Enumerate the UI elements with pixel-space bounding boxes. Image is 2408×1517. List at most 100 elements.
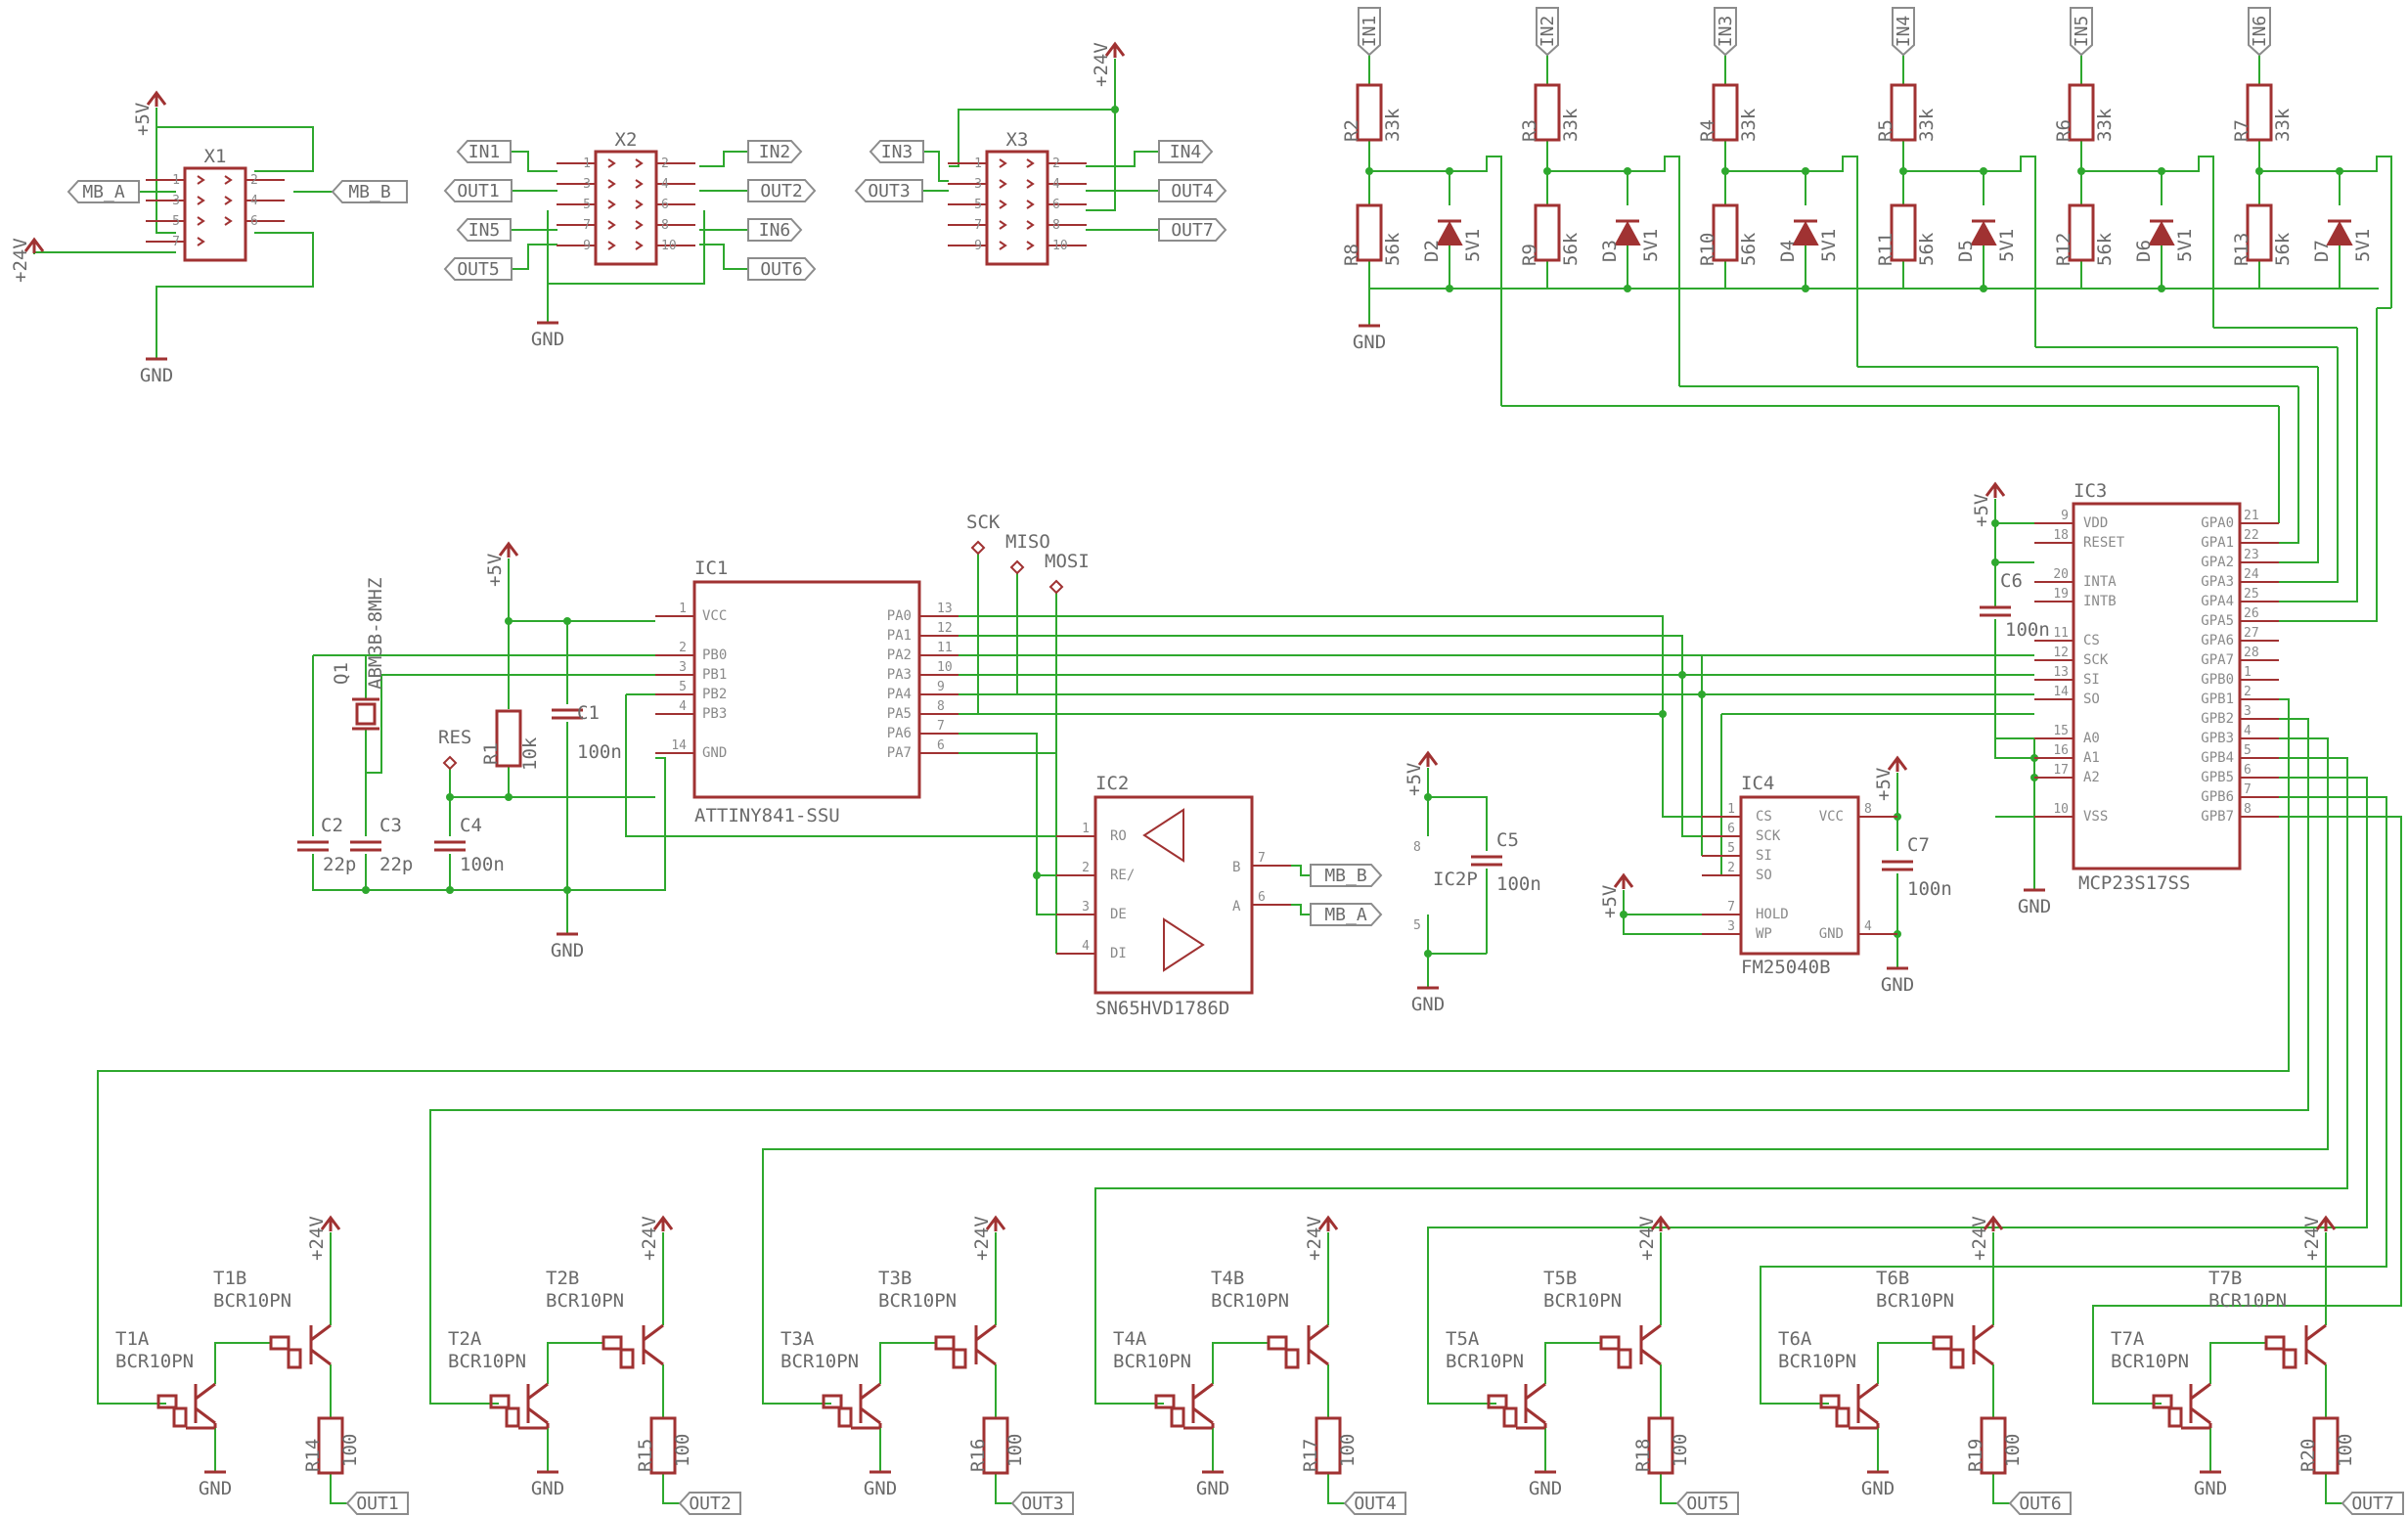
junction-dot	[446, 886, 454, 894]
supply-label: +24V	[639, 1216, 660, 1261]
base-resistor-ta	[822, 1394, 843, 1409]
port-out1-load-text: OUT1	[356, 1494, 398, 1514]
transistor-emitter	[1308, 1323, 1329, 1342]
transistor-collector	[1973, 1348, 1994, 1366]
transistor-collector	[975, 1348, 997, 1366]
wire	[156, 232, 314, 359]
port-out3-load-text: OUT3	[1021, 1494, 1063, 1514]
port-in1-text: IN1	[1360, 16, 1380, 48]
ref-r20: R20	[2297, 1439, 2319, 1472]
value-c5: 100n	[1496, 873, 1541, 895]
value-r12: 56k	[2094, 232, 2116, 266]
ic2-pin-number: 6	[1258, 890, 1266, 905]
ic3-pin-name: GPA3	[2201, 574, 2234, 590]
value-d5: 5V1	[1996, 229, 2018, 262]
ic3-pin-number: 7	[2244, 782, 2252, 797]
ref-c7: C7	[1907, 834, 1930, 856]
port-out6	[747, 257, 817, 281]
wire	[1094, 757, 2348, 1405]
ic3-pin-name: GPA2	[2201, 555, 2234, 570]
wire	[1291, 865, 1311, 876]
test-point-label: SCK	[966, 512, 1001, 533]
port-out4-load-text: OUT4	[1354, 1494, 1396, 1514]
ic1-pin-number: 12	[937, 621, 953, 636]
ic1-pin-number: 9	[937, 680, 945, 694]
ic1-pin-name: PA1	[887, 628, 912, 644]
contact-icon	[635, 158, 644, 168]
pin-number: 7	[583, 218, 591, 233]
ref-r15: R15	[635, 1439, 656, 1472]
contact-icon	[197, 237, 205, 246]
wire	[1427, 777, 2368, 1405]
ic4-pin-name: SI	[1756, 848, 1772, 864]
resistor-r6	[2068, 83, 2095, 142]
ic3-pin-name: VDD	[2083, 515, 2108, 531]
transistor-emitter	[643, 1323, 664, 1342]
ic3-pin-number: 12	[2053, 646, 2069, 660]
ic3-pin-name: CS	[2083, 633, 2100, 648]
wire	[1994, 619, 2034, 759]
resistor-r15	[649, 1416, 677, 1475]
value-r7: 33k	[2272, 108, 2294, 142]
contact-icon	[607, 241, 616, 250]
ic3-pin-number: 1	[2244, 665, 2252, 680]
ic1-pin-name: PB0	[702, 647, 727, 663]
wire	[2162, 156, 2214, 328]
ref-r7: R7	[2231, 119, 2252, 142]
port-out2-load-text: OUT2	[689, 1494, 731, 1514]
pin-number: 1	[974, 156, 982, 171]
ref-r13: R13	[2231, 233, 2252, 266]
port-in3	[869, 140, 924, 163]
pin-number: 2	[1052, 156, 1060, 171]
wire	[2279, 386, 2299, 544]
value-d7: 5V1	[2352, 229, 2374, 262]
ic3-pin-number: 28	[2244, 646, 2259, 660]
pin-number: 2	[250, 173, 258, 188]
ic2-pin-name: DE	[1110, 907, 1127, 922]
junction-dot	[1899, 167, 1907, 175]
transistor-emitter	[975, 1323, 997, 1342]
ic1-pin-name: PA4	[887, 687, 912, 702]
transistor-collector	[2190, 1382, 2211, 1401]
wire	[1086, 151, 1159, 167]
ic1-pin-name: PB1	[702, 667, 727, 683]
ic3-pin-name: GPB6	[2201, 789, 2234, 805]
resistor-r12	[2068, 203, 2095, 262]
ref-r5: R5	[1875, 119, 1896, 142]
port-out4-load	[1343, 1492, 1406, 1515]
ref-d7: D7	[2311, 240, 2333, 262]
wire	[2092, 816, 2402, 1405]
connector-x2	[594, 150, 658, 266]
wire	[1036, 875, 1056, 915]
wire	[662, 1473, 680, 1504]
ic1-pin-name: VCC	[702, 608, 727, 624]
ic3-pin-name: RESET	[2083, 535, 2125, 551]
ic3-pin-number: 24	[2244, 567, 2259, 582]
ref-t2b: T2B	[546, 1268, 579, 1289]
value-c7: 100n	[1907, 878, 1952, 900]
ic1-pin-name: PB3	[702, 706, 727, 722]
junction-dot	[1678, 671, 1686, 679]
port-in6-text: IN6	[2250, 16, 2270, 48]
ic3-pin-name: SO	[2083, 692, 2100, 707]
ic3-pin-number: 15	[2053, 724, 2069, 738]
supply-label: +24V	[1636, 1216, 1658, 1261]
ic2-pin-number: 2	[1082, 861, 1090, 875]
pin-number: 5	[172, 214, 180, 229]
zener-diode-icon	[1436, 220, 1463, 245]
ref-d6: D6	[2133, 240, 2155, 262]
port-mb-b-ic2-text: MB_B	[1324, 866, 1366, 886]
type-t7b: BCR10PN	[2208, 1290, 2287, 1312]
ic4-pin-name: CS	[1756, 809, 1772, 825]
value-r1: 10k	[519, 736, 541, 771]
wire	[1760, 796, 2387, 1405]
port-in1	[456, 140, 512, 163]
value-r5: 33k	[1916, 108, 1938, 142]
ref-t7a: T7A	[2111, 1328, 2145, 1350]
value-r13: 56k	[2272, 232, 2294, 266]
junction-dot	[1721, 167, 1729, 175]
junction-dot	[362, 886, 370, 894]
transistor-collector	[195, 1382, 216, 1401]
ic2p-ref: IC2P	[1433, 869, 1478, 890]
ic3-pin-name: SCK	[2083, 652, 2109, 668]
